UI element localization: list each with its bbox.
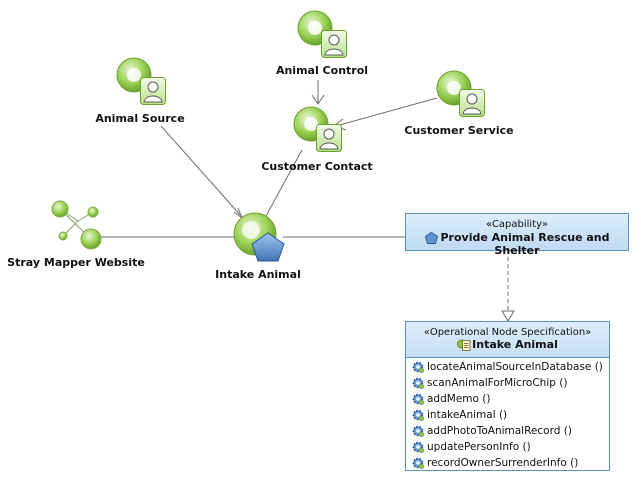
capability-box[interactable]: «Capability» Provide Animal Rescue and S… [405,213,629,257]
operation-label: intakeAnimal () [427,409,508,421]
operation-gear-icon [412,425,427,437]
operation-item[interactable]: addMemo () [406,391,609,407]
label-customer-service: Customer Service [404,124,514,137]
label-animal-source: Animal Source [95,112,185,125]
actor-animal-control[interactable] [297,10,347,58]
capability-name: Provide Animal Rescue and Shelter [440,231,610,257]
capability-icon [424,232,438,244]
label-animal-control: Animal Control [275,64,369,77]
capability-pentagon-icon [251,232,285,262]
arrowhead-contact-top [311,94,325,105]
spec-header: «Operational Node Specification» Intake … [406,322,609,358]
spec-box[interactable]: «Operational Node Specification» Intake … [405,321,610,471]
label-stray-mapper: Stray Mapper Website [7,256,145,269]
edge-customer-service-to-contact [335,97,438,127]
edge-contact-to-intake [265,149,303,217]
operation-gear-icon [412,441,427,453]
operation-label: addMemo () [427,393,491,405]
label-customer-contact: Customer Contact [261,160,373,173]
edges [100,80,515,322]
spec-title: Intake Animal [406,338,609,351]
operation-item[interactable]: locateAnimalSourceInDatabase () [406,359,609,375]
actor-animal-source[interactable] [116,57,166,105]
operations-list: locateAnimalSourceInDatabase () scanAnima… [406,358,609,471]
stray-mapper-icon[interactable] [51,200,102,250]
operation-gear-icon [412,361,427,373]
operation-gear-icon [412,409,427,421]
operation-label: addPhotoToAnimalRecord () [427,425,572,437]
spec-stereotype: «Operational Node Specification» [423,327,592,338]
operation-item[interactable]: recordOwnerSurrenderInfo () [406,455,609,471]
operation-item[interactable]: updatePersonInfo () [406,439,609,455]
operation-gear-icon [412,377,427,389]
operation-label: updatePersonInfo () [427,441,531,453]
label-intake-animal: Intake Animal [215,268,301,281]
edge-animal-source-to-intake [160,125,243,218]
arrowhead-spec [501,310,515,322]
spec-icon [457,339,471,351]
spec-name: Intake Animal [472,338,558,351]
operation-label: scanAnimalForMicroChip () [427,377,568,389]
operation-label: recordOwnerSurrenderInfo () [427,457,579,469]
operation-item[interactable]: scanAnimalForMicroChip () [406,375,609,391]
operation-item[interactable]: addPhotoToAnimalRecord () [406,423,609,439]
intake-animal-node[interactable] [233,212,285,262]
operation-gear-icon [412,457,427,469]
operation-label: locateAnimalSourceInDatabase () [427,361,603,373]
capability-stereotype: «Capability» [486,219,548,230]
actor-customer-service[interactable] [436,70,485,117]
actor-customer-contact[interactable] [293,106,342,152]
operation-gear-icon [412,393,427,405]
capability-title: Provide Animal Rescue and Shelter [406,231,628,257]
operation-item[interactable]: intakeAnimal () [406,407,609,423]
